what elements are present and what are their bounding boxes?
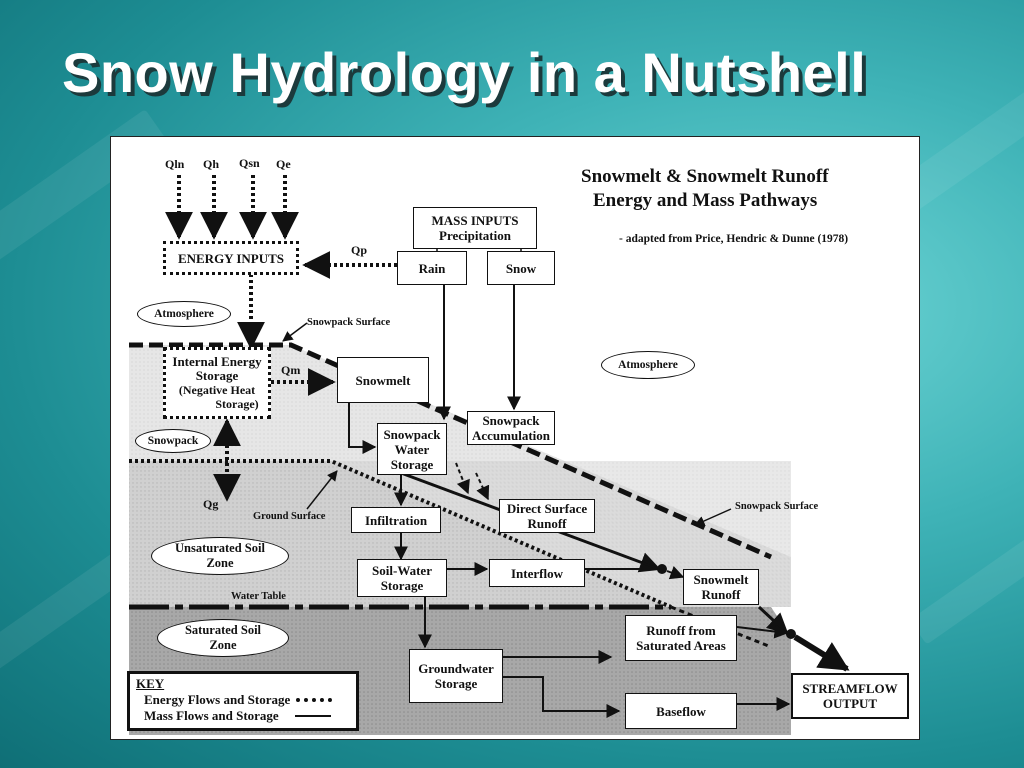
groundwater-storage-box: Groundwater Storage [409,649,503,703]
key-title: KEY [136,676,165,691]
interflow-box: Interflow [489,559,585,587]
soil-water-storage-box: Soil-Water Storage [357,559,447,597]
slide-title: Snow Hydrology in a Nutshell [62,41,867,104]
qm-label: Qm [281,363,301,377]
snowpack-water-storage-box: Snowpack Water Storage [377,423,447,475]
water-table-label: Water Table [231,591,286,602]
figure-credit: - adapted from Price, Hendric & Dunne (1… [619,233,849,245]
internal-energy-box: Internal Energy Storage (Negative Heat S… [163,347,271,419]
snowpack-surface-line [129,342,773,560]
groundwater-to-baseflow-arrow [503,676,621,718]
runoff-saturated-areas-box: Runoff from Saturated Areas [625,615,737,661]
atmosphere-oval-left: Atmosphere [137,301,231,327]
qe-label: Qe [276,157,291,171]
streamflow-output-box: STREAMFLOW OUTPUT [791,673,909,719]
snowmelt-box: Snowmelt [337,357,429,403]
key-energy-swatch [296,698,333,702]
rain-box: Rain [397,251,467,285]
junction-node [657,564,667,574]
key-mass-row: Mass Flows and Storage [136,708,350,724]
snowpack-surface-pointer-right [694,508,732,526]
unsaturated-soil-oval: Unsaturated Soil Zone [151,537,289,575]
to-direct-runoff-arrow-1 [455,462,470,495]
ground-surface-pointer [306,470,338,510]
node2-to-streamflow-arrow [793,634,850,672]
snowpack-surface-label-top: Snowpack Surface [307,317,391,328]
snowpack-surface-pointer [282,322,308,342]
qsn-label: Qsn [239,156,260,170]
figure-title-line2: Energy and Mass Pathways [593,190,818,211]
qg-label: Qg [203,497,219,511]
energy-inputs-box: ENERGY INPUTS [163,241,299,275]
key-mass-swatch [294,715,331,717]
direct-surface-runoff-box: Direct Surface Runoff [499,499,595,533]
qp-label: Qp [351,243,368,257]
node-to-snowmelt-runoff-arrow [666,566,685,580]
snowmelt-to-water-arrow [348,403,377,454]
saturated-soil-oval: Saturated Soil Zone [157,619,289,657]
ground-surface-label: Ground Surface [253,511,326,522]
baseflow-box: Baseflow [625,693,737,729]
key-mass-label: Mass Flows and Storage [144,708,279,723]
snowmelt-runoff-box: Snowmelt Runoff [683,569,759,605]
figure-title-line1: Snowmelt & Snowmelt Runoff [581,166,829,187]
junction-node-2 [786,629,796,639]
saturated-to-node2-arrow [736,624,789,639]
qh-label: Qh [203,157,220,171]
to-direct-runoff-arrow-2 [475,472,490,501]
ground-surface-line [129,459,672,609]
key-energy-row: Energy Flows and Storage [136,692,350,708]
atmosphere-oval-right: Atmosphere [601,351,695,379]
snow-box: Snow [487,251,555,285]
snowpack-accumulation-box: Snowpack Accumulation [467,411,555,445]
legend-key: KEY Energy Flows and Storage Mass Flows … [127,671,359,731]
qln-label: Qln [165,157,185,171]
figure-title: Snowmelt & Snowmelt Runoff Energy and Ma… [581,165,861,213]
direct-to-node-line [550,528,660,570]
key-energy-label: Energy Flows and Storage [144,692,291,707]
mass-inputs-box: MASS INPUTS Precipitation [413,207,537,249]
snowpack-surface-label-right: Snowpack Surface [735,501,819,512]
diagram-figure: Snowmelt & Snowmelt Runoff Energy and Ma… [110,136,920,740]
background-stripe [909,505,1024,645]
infiltration-box: Infiltration [351,507,441,533]
snowpack-oval: Snowpack [135,429,211,453]
